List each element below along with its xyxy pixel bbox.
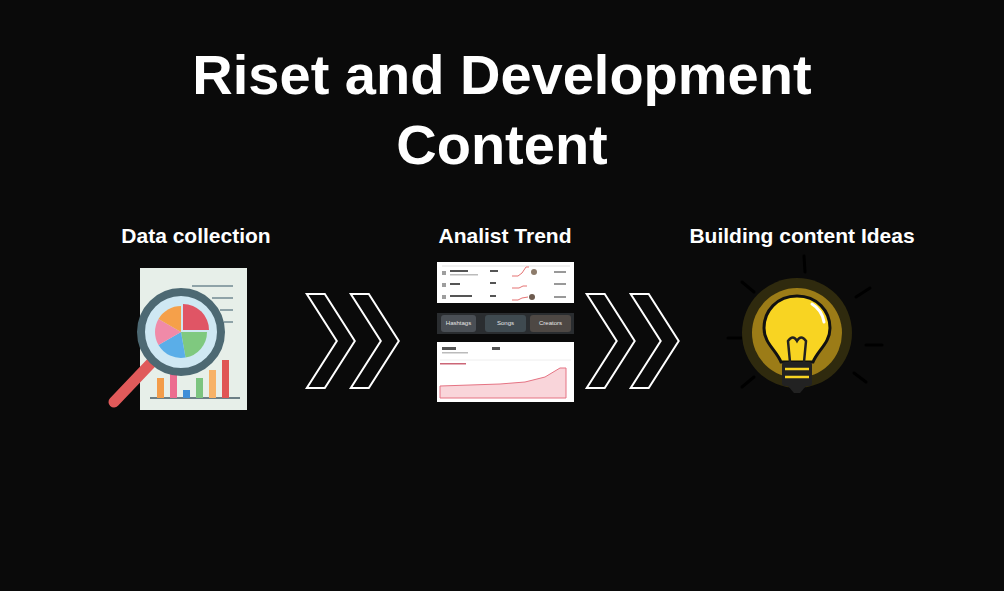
illustration-part [788, 386, 806, 393]
illustration-part [441, 315, 476, 332]
illustration-part [785, 376, 809, 379]
tab-label: Songs [485, 315, 526, 332]
illustration-part [212, 297, 233, 299]
illustration-part [450, 295, 472, 297]
tab-label: Hashtags [441, 315, 476, 332]
illustration-part [437, 313, 574, 334]
illustration-part [764, 296, 830, 362]
double-chevron-connector [587, 294, 679, 388]
illustration-part [742, 278, 852, 388]
illustration-part [788, 338, 806, 363]
illustration-part [512, 267, 529, 276]
illustration-part [450, 283, 460, 285]
illustration-part [141, 292, 221, 372]
illustration-part [220, 309, 233, 311]
stage-box: Data collection [101, 222, 275, 414]
illustration-part [512, 286, 527, 288]
diagram-title: Riset and Development Content [152, 40, 852, 180]
illustration-part [450, 274, 478, 276]
illustration-part [782, 362, 812, 386]
illustration-part [450, 270, 468, 272]
illustration-part [742, 282, 754, 292]
chevron-arrow [631, 294, 679, 388]
illustration-part [224, 321, 233, 323]
stage-heading: Building content Ideas [689, 222, 916, 250]
double-chevron-connector [307, 294, 399, 388]
illustration-part [442, 271, 446, 275]
illustration-part [728, 337, 742, 340]
stage-heading: Data collection [121, 222, 272, 250]
illustration-part [183, 304, 209, 330]
illustration-part [183, 390, 190, 398]
lightbulb-icon [728, 256, 882, 393]
illustration-part [866, 344, 882, 347]
document-magnifier-icon [114, 268, 247, 410]
illustration-part [442, 347, 456, 350]
illustration-part [531, 269, 537, 275]
illustration-part [196, 378, 203, 398]
tab-label: Creators [530, 315, 571, 332]
illustration-part [728, 256, 882, 387]
illustration-part [440, 363, 466, 365]
illustration-part [159, 306, 182, 332]
illustration-part [440, 360, 571, 361]
illustration-part [812, 304, 824, 322]
illustration-part [157, 378, 164, 398]
illustration-part [442, 283, 446, 287]
illustration-part [554, 271, 566, 273]
stage-box: Analist Trend [431, 222, 580, 414]
illustration-part [554, 283, 566, 285]
illustration-part [856, 288, 870, 297]
illustration-part [442, 295, 446, 299]
chevron-arrow [307, 294, 355, 388]
illustration-part [209, 370, 216, 398]
illustration-part [140, 268, 247, 410]
illustration-part [181, 332, 207, 358]
illustration-part [804, 256, 805, 272]
illustration-part [442, 352, 468, 354]
chevron-arrow [351, 294, 399, 388]
illustration-part [490, 282, 496, 284]
illustration-part [192, 285, 233, 287]
illustration-part [222, 360, 229, 398]
illustration-part [442, 266, 570, 267]
illustration-part [742, 377, 754, 387]
illustration-part [854, 373, 866, 382]
illustration-part [490, 295, 496, 297]
illustration-part [490, 270, 498, 272]
illustration-part [530, 315, 571, 332]
illustration-part [512, 297, 528, 300]
illustration-part [785, 368, 809, 371]
illustration-part [437, 342, 574, 402]
illustration-part [114, 361, 153, 402]
illustration-part [554, 296, 566, 298]
illustration-part [529, 294, 535, 300]
illustration-part [440, 368, 566, 398]
trend-screenshot [437, 262, 574, 402]
stage-heading: Analist Trend [438, 222, 573, 250]
illustration-part [437, 262, 574, 303]
stage-box: Building content Ideas [685, 222, 918, 414]
illustration-part [485, 315, 526, 332]
chevron-arrow [587, 294, 635, 388]
illustration-part [492, 347, 500, 350]
